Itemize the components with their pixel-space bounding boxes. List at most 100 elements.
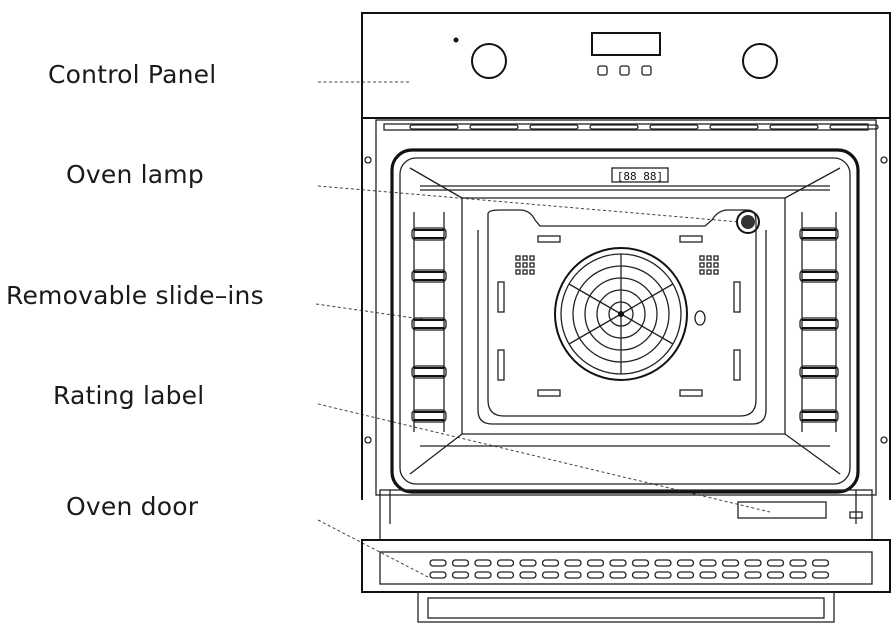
fan-spoke (568, 283, 622, 315)
perspective-line (784, 167, 841, 199)
rack-rung (802, 367, 836, 377)
drawer-handle-inner (427, 597, 825, 619)
grill-marking: [88 88] (617, 170, 663, 183)
left-knob (471, 43, 507, 79)
perspective-line (409, 433, 463, 475)
rack-rung (802, 271, 836, 281)
vent-slot (679, 235, 703, 243)
removable-slide-in-right (799, 212, 839, 432)
door-upper-panel (379, 489, 873, 541)
door-vent-slot (429, 559, 447, 567)
hole (515, 262, 521, 268)
grill-bracket (611, 167, 669, 183)
hole (529, 269, 535, 275)
hole (515, 269, 521, 275)
door-vent-slot (721, 571, 740, 579)
hole (529, 255, 535, 261)
leader-slide-ins (315, 303, 429, 321)
hole (713, 255, 719, 261)
vent-slot (733, 281, 741, 313)
door-vent-slot (564, 571, 582, 579)
door-vent-slot (676, 559, 695, 567)
top-vent-slot (529, 124, 579, 130)
vent-slot (537, 389, 561, 397)
vent-slot (497, 349, 505, 381)
rack-rung (802, 229, 836, 239)
door-vent-slot (586, 571, 605, 579)
lamp-bulb (741, 215, 755, 229)
door-vent-slot (789, 571, 807, 579)
door-vent-slot (541, 559, 560, 567)
rear-panel (487, 209, 757, 417)
door-vent-slot (496, 559, 515, 567)
rack-rung-frame (799, 227, 839, 241)
vent-slot (497, 281, 505, 313)
door-vent-slot (631, 571, 650, 579)
hole (522, 255, 528, 261)
fan-spoke (568, 313, 622, 345)
label-oven-door: Oven door (66, 492, 199, 521)
right-knob (742, 43, 778, 79)
door-vent-slot (631, 559, 650, 567)
leader-lines (315, 81, 771, 579)
label-removable-slide-ins: Removable slide–ins (6, 281, 264, 310)
door-vent-slot (721, 559, 740, 567)
leader-oven-lamp (317, 185, 741, 223)
door-vent-slot (699, 571, 717, 579)
hole (699, 262, 705, 268)
vent-slot (679, 389, 703, 397)
door-vent-slot (811, 559, 830, 567)
hole (515, 255, 521, 261)
door-vent-slot (676, 571, 695, 579)
control-panel (361, 12, 891, 119)
rack-rung (414, 411, 444, 421)
top-vent-slot (409, 124, 459, 130)
door-vent-slot (811, 571, 830, 579)
rack-rung-frame (411, 227, 447, 241)
mount-hole (364, 436, 372, 444)
oven-door (361, 489, 891, 623)
door-vent-slot (609, 571, 627, 579)
rack-rung (414, 367, 444, 377)
rack-rung-frame (799, 317, 839, 331)
door-vent-slot (654, 559, 672, 567)
button-2 (619, 65, 630, 76)
removable-slide-in-left (411, 212, 447, 432)
vent-slot (733, 349, 741, 381)
oven-body (361, 118, 891, 500)
door-vent-slot (609, 559, 627, 567)
oven-lamp (736, 210, 760, 234)
hole (699, 255, 705, 261)
mount-hole (880, 156, 888, 164)
body-inner-frame (375, 119, 877, 496)
door-vent-slot (429, 571, 447, 579)
rack-rung-frame (799, 409, 839, 423)
top-vent-slot (469, 124, 519, 130)
rack-rung-frame (799, 269, 839, 283)
door-vent-slot (519, 559, 537, 567)
perspective-line (784, 433, 841, 475)
top-vent-slots (409, 124, 879, 130)
leader-oven-door (317, 519, 431, 579)
label-control-panel: Control Panel (48, 60, 217, 89)
leader-rating-label (317, 403, 771, 513)
door-vent-slot (789, 559, 807, 567)
door-hinge-clip (849, 511, 863, 519)
rack-rung-frame (799, 365, 839, 379)
display-window (591, 32, 661, 56)
body-sides (361, 118, 891, 500)
door-vent-slot (586, 559, 605, 567)
rack-rung-frame (411, 365, 447, 379)
rating-label-plate (737, 501, 827, 519)
panel-screw (694, 310, 706, 326)
fan-spokes (568, 254, 674, 374)
hole (713, 269, 719, 275)
top-vent-slot (709, 124, 759, 130)
label-rating-label: Rating label (53, 381, 205, 410)
door-vent-panel (379, 551, 873, 585)
top-vent-slot (829, 124, 879, 130)
control-panel-frame (361, 12, 891, 119)
hole (699, 269, 705, 275)
door-vent-slot (744, 571, 762, 579)
